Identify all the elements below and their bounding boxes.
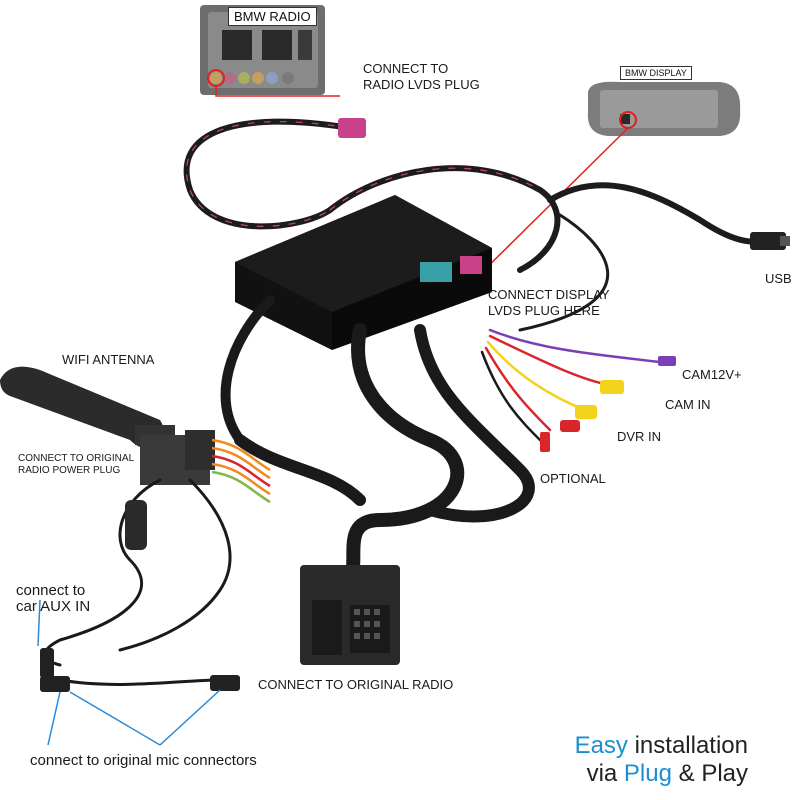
display-lvds-label-line2: LVDS PLUG HERE <box>488 303 600 318</box>
aux-jack <box>40 648 54 678</box>
logo-line1: Easy installation <box>575 732 748 760</box>
usb-connector <box>750 232 786 250</box>
mic-connector-left <box>40 676 70 692</box>
logo-via: via <box>586 759 624 787</box>
easy-installation-logo: Easy installation via Plug & Play <box>575 732 748 787</box>
usb-port <box>780 236 790 246</box>
dvr-in-label: DVR IN <box>617 429 662 444</box>
original-radio-label: CONNECT TO ORIGINAL RADIO <box>258 677 454 692</box>
logo-plug: Plug <box>623 759 672 787</box>
mic-connectors-label: connect to original mic connectors <box>30 752 257 769</box>
top-loom <box>183 118 773 332</box>
aux-label-line1: connect to <box>16 582 86 599</box>
blue-pointers <box>37 599 221 746</box>
cam12v-label: CAM12V+ <box>682 367 742 382</box>
power-plug-label-line2: RADIO POWER PLUG <box>18 465 121 476</box>
lvds-plug <box>338 118 366 138</box>
display-lvds-label-line1: CONNECT DISPLAY <box>488 287 610 302</box>
dvr-rca-plug-yellow <box>575 405 597 419</box>
main-harness <box>220 295 535 587</box>
bmw-display-tag: BMW DISPLAY <box>620 66 692 80</box>
optional-wire-end <box>540 432 550 452</box>
power-plug-label-line1: CONNECT TO ORIGINAL <box>18 453 135 464</box>
wifi-antenna-label: WIFI ANTENNA <box>62 352 155 367</box>
radio-lvds-label-line2: RADIO LVDS PLUG <box>363 77 480 92</box>
cam-in-label: CAM IN <box>665 397 711 412</box>
logo-installation: installation <box>627 732 748 759</box>
display-lvds-marker <box>619 111 637 129</box>
logo-line2: via Plug & Play <box>575 760 748 788</box>
bmw-display-unit <box>587 81 741 136</box>
cam12v-connector <box>658 356 676 366</box>
power-wires <box>211 438 271 504</box>
power-plug <box>140 430 215 485</box>
optional-label: OPTIONAL <box>540 471 606 486</box>
dvr-rca-plug-red <box>560 420 580 432</box>
logo-easy: Easy <box>574 732 628 759</box>
cam-rca-plug <box>600 380 624 394</box>
logo-play: Play <box>701 759 748 787</box>
quadlock-connector <box>300 565 400 665</box>
radio-lvds-pointer <box>215 86 340 97</box>
mic-connector-right <box>210 675 240 691</box>
interface-box <box>235 195 492 350</box>
usb-label: USB <box>765 271 792 286</box>
aux-label-line2: car AUX IN <box>16 598 91 615</box>
radio-lvds-label-line1: CONNECT TO <box>363 61 449 76</box>
bmw-radio-tag: BMW RADIO <box>228 7 317 26</box>
logo-amp: & <box>671 759 702 787</box>
aux-plug-body <box>125 500 147 550</box>
bmw-radio-unit <box>200 5 325 95</box>
